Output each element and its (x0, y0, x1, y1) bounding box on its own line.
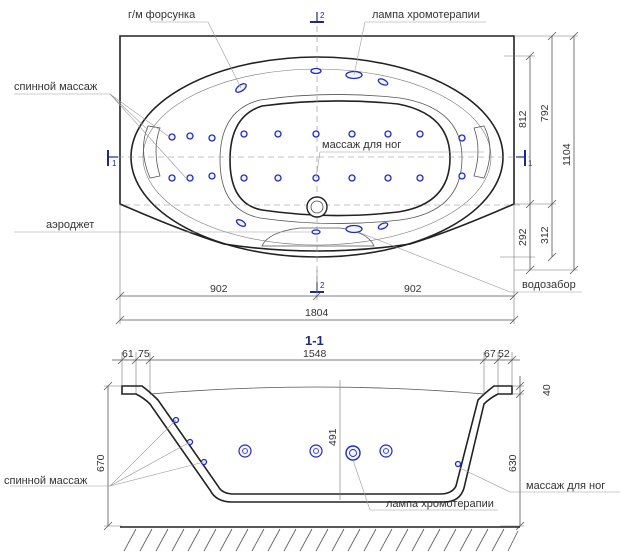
label-back-massage: спинной массаж (14, 81, 98, 93)
tub-section-body (121, 385, 513, 503)
chromo-lamp-side-icon (345, 445, 361, 461)
jet-icon (458, 172, 466, 180)
plan-view: 1 1 2 2 г/м форсунка лампа хромотерапии … (14, 9, 582, 325)
section-marker-top: 2 (310, 11, 325, 23)
leader-back-massage-2 (109, 93, 187, 179)
headrest-right (473, 125, 491, 179)
section-marker-left: 1 (107, 150, 118, 168)
dim-670: 670 (95, 454, 107, 472)
jet-side-icon (383, 448, 389, 454)
leader-back-massage-3 (109, 93, 149, 131)
section-view: 1-1 61 75 1548 67 52 (4, 333, 620, 552)
dim-1548: 1548 (303, 348, 327, 360)
section-marker-right-label: 1 (528, 159, 533, 168)
deck-outline (119, 35, 515, 252)
label-water-intake: водозабор (522, 279, 576, 291)
leader-nozzle (150, 21, 242, 89)
jet-icon (208, 172, 216, 180)
jet-icon (186, 132, 194, 140)
dim-67: 67 (484, 348, 496, 360)
dim-75: 75 (138, 348, 150, 360)
floor-hatch (123, 528, 519, 552)
section-marker-right: 1 (516, 150, 533, 168)
dim-292: 292 (517, 228, 529, 246)
jet-icon (274, 130, 282, 138)
label-section-back-massage: спинной массаж (4, 475, 88, 487)
label-chromo-lamp: лампа хромотерапии (372, 9, 480, 21)
jet-icon (416, 174, 424, 182)
chromo-lamp-side-icon (349, 449, 357, 457)
jet-icon (384, 174, 392, 182)
leader-section-back-massage-2 (109, 441, 191, 487)
dim-812: 812 (517, 110, 529, 128)
jet-icon (168, 133, 176, 141)
jet-side-icon (313, 448, 319, 454)
dim-1104: 1104 (561, 143, 573, 166)
jet-icon (458, 134, 466, 142)
dim-491: 491 (327, 428, 339, 446)
jet-side-icon (242, 448, 248, 454)
label-section-chromo-lamp: лампа хромотерапии (386, 498, 494, 510)
aerojet-icon (311, 229, 321, 235)
jet-side-icon (238, 444, 252, 458)
label-section-foot-massage: массаж для ног (526, 480, 605, 492)
leader-section-back-massage-3 (109, 461, 205, 487)
dim-52: 52 (498, 348, 510, 360)
basin-inner (229, 100, 451, 217)
basin-outer (219, 94, 463, 224)
dim-312: 312 (539, 226, 551, 244)
dim-half-right: 902 (404, 283, 422, 295)
drain (306, 196, 328, 218)
section-marker-left-label: 1 (112, 159, 117, 168)
dim-length: 1804 (305, 307, 329, 319)
jet-icon (168, 174, 176, 182)
plan-dimensions-right: 812 792 292 312 1104 (500, 31, 579, 275)
jet-side-icon (309, 444, 323, 458)
section-title: 1-1 (305, 333, 324, 348)
jet-icon (454, 460, 462, 468)
nozzle-icon (235, 219, 247, 227)
leader-water-intake (357, 231, 582, 293)
dim-61: 61 (122, 348, 134, 360)
nozzle-icon (310, 67, 322, 75)
handle-bottom (261, 227, 375, 247)
jet-icon (416, 130, 424, 138)
label-nozzle: г/м форсунка (128, 9, 196, 21)
jet-icon (348, 174, 356, 182)
section-marker-bottom-label: 2 (320, 281, 325, 290)
dim-792: 792 (539, 104, 551, 122)
water-intake-icon (345, 224, 363, 234)
nozzle-icon (377, 222, 389, 230)
jet-icon (384, 130, 392, 138)
tub-rim-top (149, 386, 485, 395)
section-marker-bottom: 2 (310, 281, 325, 293)
jet-icon (240, 130, 248, 138)
nozzle-icon (377, 78, 389, 86)
dim-630: 630 (507, 454, 519, 472)
plan-dimensions-bottom: 902 902 1804 (115, 204, 519, 325)
headrest-left (143, 125, 161, 179)
jet-icon (274, 174, 282, 182)
jet-icon (208, 134, 216, 142)
section-marker-top-label: 2 (320, 11, 325, 20)
jet-icon (348, 130, 356, 138)
leader-chromo-lamp (353, 21, 486, 76)
dim-half-left: 902 (210, 283, 228, 295)
leader-section-foot-massage (459, 467, 620, 493)
dim-40: 40 (541, 384, 553, 396)
jet-side-icon (379, 444, 393, 458)
leader-foot-massage (315, 151, 484, 179)
jet-icon (240, 174, 248, 182)
leader-section-chromo-lamp (352, 459, 498, 511)
jet-icon (186, 174, 194, 182)
label-aerojet: аэроджет (46, 219, 94, 231)
leader-back-massage (14, 93, 169, 137)
label-foot-massage: массаж для ног (322, 139, 401, 151)
drain-inner (310, 200, 324, 214)
jet-icon (312, 130, 320, 138)
